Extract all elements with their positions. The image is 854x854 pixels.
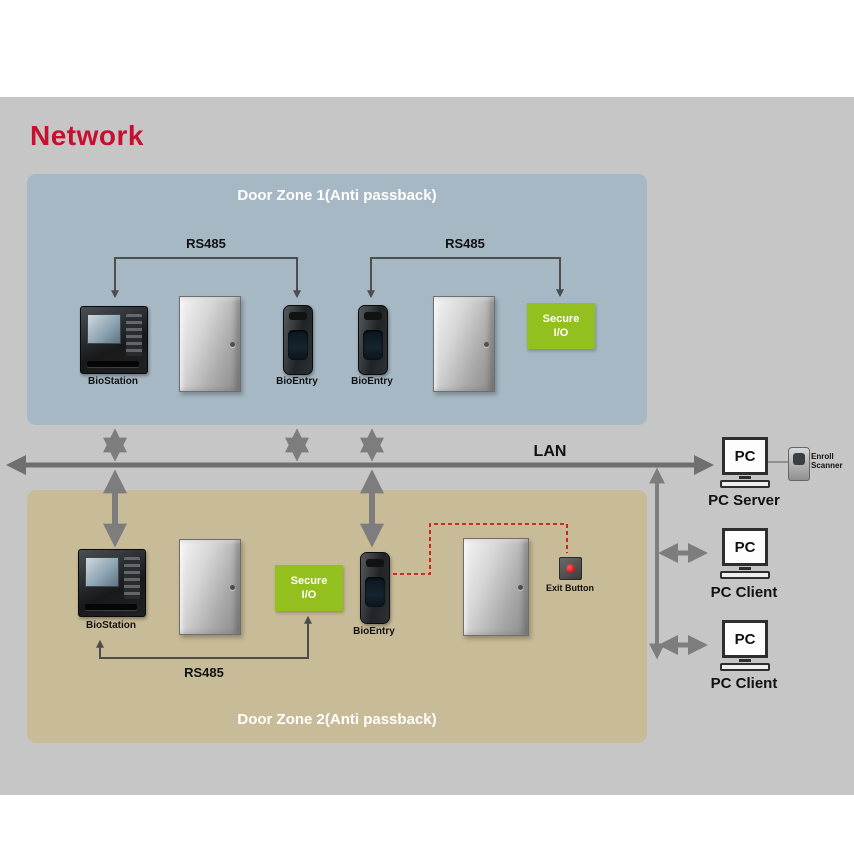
secure-io-text-line2: I/O <box>553 327 569 339</box>
door-3 <box>179 539 241 635</box>
bioentry-device-zone1-left <box>283 305 313 375</box>
bioentry-sensor-window <box>288 330 308 360</box>
biostation-label-zone2: BioStation <box>86 620 136 631</box>
bioentry-label-zone1-left: BioEntry <box>276 376 318 387</box>
biostation-keypad <box>124 557 140 599</box>
pc-monitor: PC <box>722 620 768 658</box>
biostation-label-zone1: BioStation <box>88 376 138 387</box>
pc-keyboard <box>720 480 770 488</box>
pc-client-top-label: PC Client <box>710 584 778 601</box>
pc-client-top-icon: PC <box>719 528 771 579</box>
secure-io-box-zone2: Secure I/O <box>275 565 343 611</box>
pc-client-bottom-label: PC Client <box>710 675 778 692</box>
bioentry-sensor-window <box>363 330 383 360</box>
pc-monitor: PC <box>722 528 768 566</box>
door-1 <box>179 296 241 392</box>
biostation-slot <box>87 361 139 367</box>
door-handle-icon <box>230 342 235 348</box>
rs485-label-zone2: RS485 <box>184 665 224 680</box>
biostation-slot <box>85 604 137 610</box>
bioentry-device-zone2 <box>360 552 390 624</box>
exit-button-device <box>559 557 582 580</box>
biostation-screen <box>85 557 119 587</box>
secure-io-text-line1: Secure <box>542 312 580 325</box>
pc-server-label: PC Server <box>708 492 780 509</box>
door-2 <box>433 296 495 392</box>
pc-keyboard <box>720 571 770 579</box>
bioentry-device-zone1-right <box>358 305 388 375</box>
rs485-label-zone1-left: RS485 <box>186 236 226 251</box>
biostation-device-zone1 <box>80 306 148 374</box>
lan-label: LAN <box>533 443 567 460</box>
biostation-screen <box>87 314 121 344</box>
rs485-label-zone1-right: RS485 <box>445 236 485 251</box>
pc-monitor: PC <box>722 437 768 475</box>
enroll-scanner-icon <box>788 447 810 481</box>
pc-stand <box>739 476 751 479</box>
pc-keyboard <box>720 663 770 671</box>
scanner-sensor-window <box>793 453 805 465</box>
page-title: Network <box>30 120 144 151</box>
door-zone-1-title: Door Zone 1(Anti passback) <box>237 187 437 204</box>
secure-io-text-line2: I/O <box>301 589 317 601</box>
door-zone-1-panel <box>27 174 647 425</box>
secure-io-text-line1: Secure <box>290 574 328 587</box>
door-handle-icon <box>518 585 523 591</box>
biostation-device-zone2 <box>78 549 146 617</box>
bioentry-sensor-window <box>365 577 385 607</box>
bioentry-label-zone2: BioEntry <box>353 626 395 637</box>
pc-server-icon: PC <box>719 437 771 488</box>
pc-stand <box>739 567 751 570</box>
pc-client-bottom-icon: PC <box>719 620 771 671</box>
enroll-scanner-label: Enroll Scanner <box>811 452 843 471</box>
bioentry-label-zone1-right: BioEntry <box>351 376 393 387</box>
door-handle-icon <box>484 342 489 348</box>
bioentry-led <box>289 312 307 320</box>
exit-button-label: Exit Button <box>546 583 594 593</box>
bioentry-led <box>364 312 382 320</box>
pc-stand <box>739 659 751 662</box>
bioentry-led <box>366 559 384 567</box>
secure-io-box-zone1: Secure I/O <box>527 303 595 349</box>
door-zone-2-title: Door Zone 2(Anti passback) <box>237 711 437 728</box>
biostation-keypad <box>126 314 142 356</box>
door-4 <box>463 538 529 636</box>
exit-button-red-dot <box>566 564 575 573</box>
door-handle-icon <box>230 585 235 591</box>
